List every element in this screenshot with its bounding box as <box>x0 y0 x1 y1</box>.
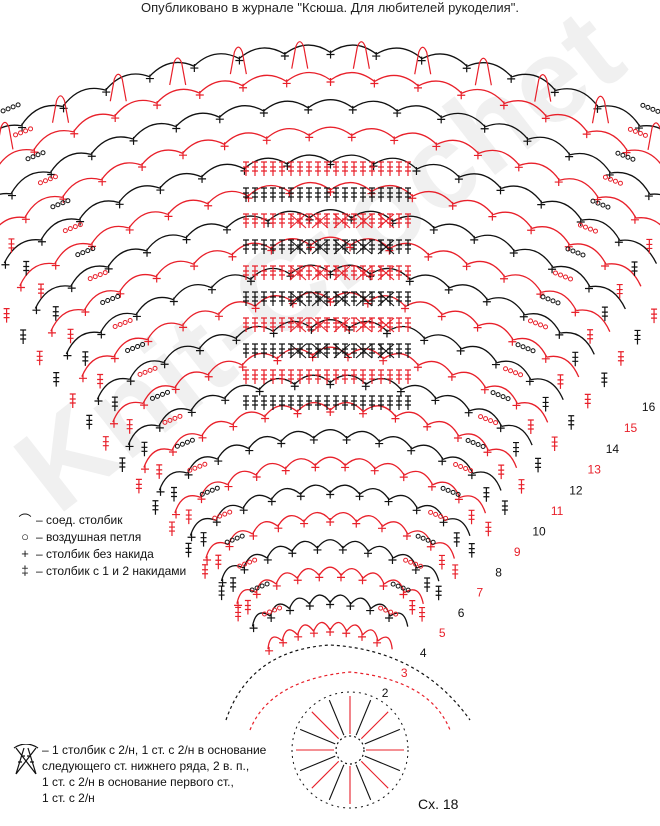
base-circle <box>225 644 471 809</box>
legend-line: – 1 столбик с 2/н, 1 ст. с 2/н в основан… <box>42 743 267 757</box>
row-number: 6 <box>458 606 465 620</box>
legend-line: 1 ст. с 2/н <box>42 791 95 805</box>
row-number: 3 <box>401 666 408 680</box>
single-crochet-icon: + <box>21 546 29 561</box>
chain-icon: ○ <box>21 529 29 544</box>
double-crochet-icon: ‡ <box>21 563 29 578</box>
legend-label: – столбик с 1 и 2 накидами <box>36 563 187 578</box>
center-panel <box>243 161 411 410</box>
legend-item-chain: ○ – воздушная петля <box>14 528 186 545</box>
row-number: 16 <box>642 400 656 414</box>
top-shells <box>0 41 660 150</box>
row-number: 2 <box>382 686 389 700</box>
legend-line: следующего ст. нижнего ряда, 2 в. п., <box>42 759 250 773</box>
side-columns <box>0 102 660 622</box>
row-number: 10 <box>532 524 546 538</box>
row-number: 11 <box>551 504 564 518</box>
legend-item-single-crochet: + – столбик без накида <box>14 545 186 562</box>
scheme-label: Сх. 18 <box>418 796 459 812</box>
row-number: 14 <box>606 442 620 456</box>
row-number: 7 <box>477 586 484 600</box>
row-number: 9 <box>514 545 521 559</box>
legend-item-slip-stitch: ⌒ – соед. столбик <box>14 511 186 529</box>
slip-stitch-icon: ⌒ <box>18 513 32 528</box>
publication-header: Опубликовано в журнале "Ксюша. Для любит… <box>141 0 519 15</box>
row-number: 4 <box>420 646 427 660</box>
row-number: 5 <box>439 626 446 640</box>
legend-line: 1 ст. с 2/н в основание первого ст., <box>42 775 234 789</box>
legend-label: – воздушная петля <box>36 529 142 544</box>
legend-label: – столбик без накида <box>36 546 154 561</box>
row-numbers: 234567891011121314151617181920212223 <box>382 379 660 700</box>
legend-label: – соед. столбик <box>36 512 123 527</box>
legend-item-double-crochet: ‡ – столбик с 1 и 2 накидами <box>14 562 186 579</box>
row-number: 13 <box>588 463 602 477</box>
fan-rows <box>0 44 660 655</box>
legend: ⌒ – соед. столбик ○ – воздушная петля + … <box>14 511 186 579</box>
row-number: 8 <box>495 565 502 579</box>
row-number: 15 <box>624 421 638 435</box>
cluster-stitch-icon <box>13 744 39 775</box>
row-number: 12 <box>569 483 583 497</box>
